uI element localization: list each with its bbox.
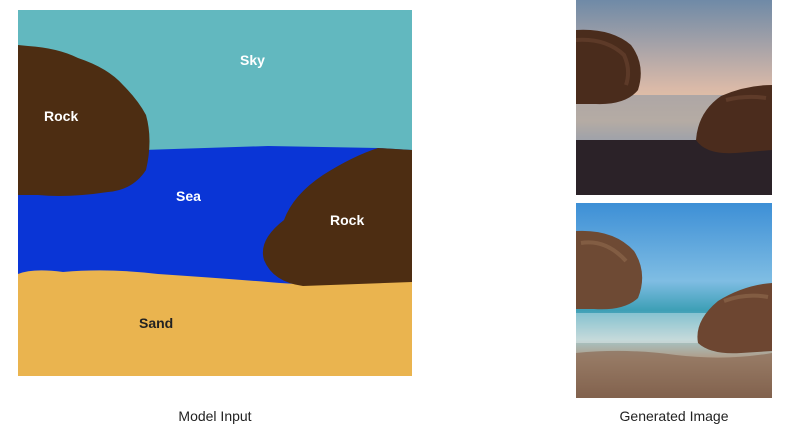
sand-label: Sand bbox=[139, 315, 174, 331]
generated-image-daytime bbox=[576, 203, 772, 398]
rock-left-region bbox=[18, 45, 150, 196]
rock-left-label: Rock bbox=[44, 108, 79, 124]
rock-right-label: Rock bbox=[330, 212, 365, 228]
caption-model-input: Model Input bbox=[178, 408, 252, 424]
sea-label: Sea bbox=[176, 188, 201, 204]
caption-generated-image: Generated Image bbox=[619, 408, 729, 424]
generated-image-sunset bbox=[576, 0, 772, 195]
rock-right-region bbox=[262, 148, 412, 286]
sand-region bbox=[18, 270, 412, 376]
sky-label: Sky bbox=[240, 52, 265, 68]
segmentation-map bbox=[18, 10, 412, 376]
